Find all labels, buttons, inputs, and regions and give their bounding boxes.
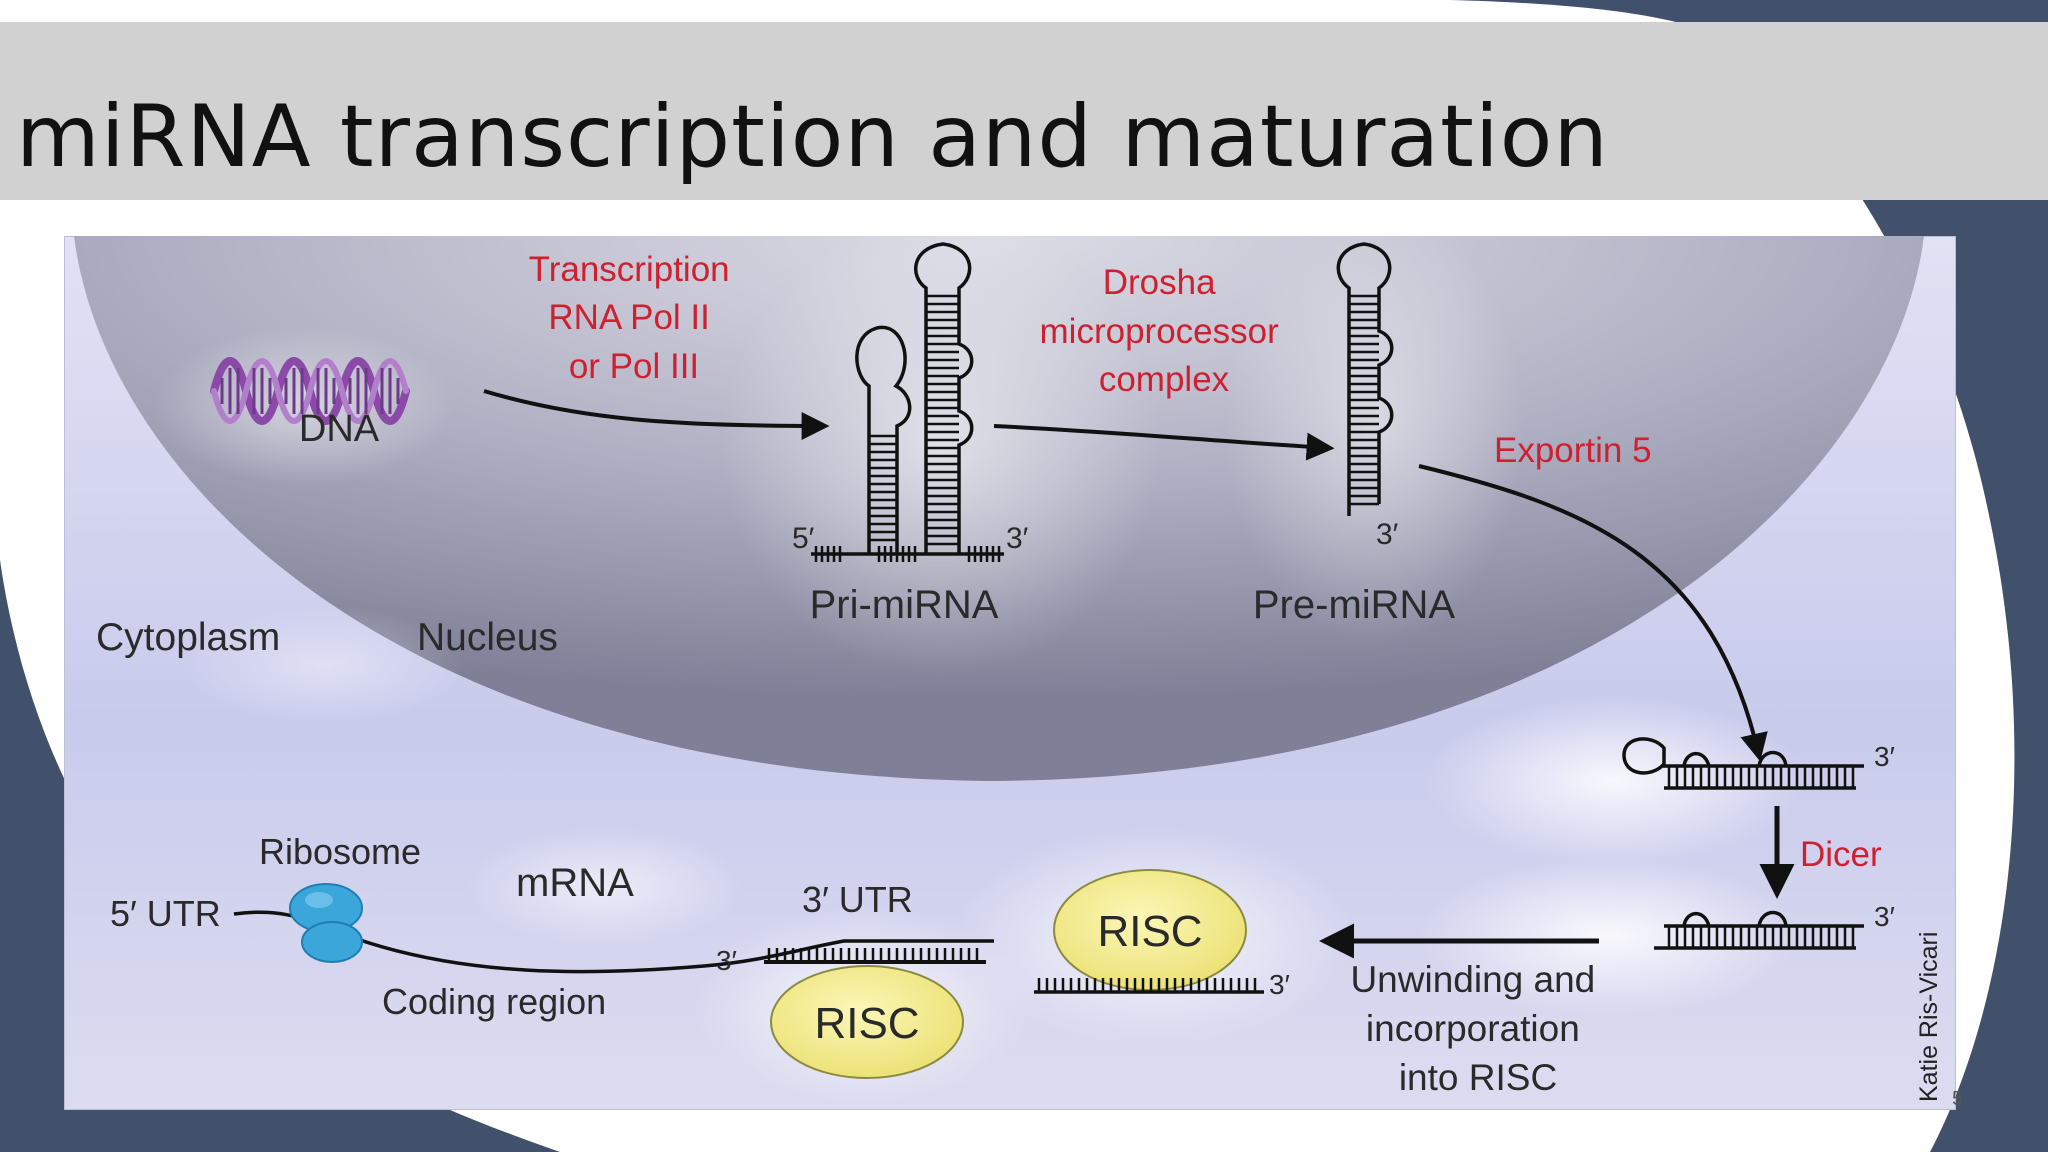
cytoplasmic-pre-mirna-base-pairs — [1667, 766, 1855, 788]
dna-helix-icon — [210, 357, 410, 425]
unwinding-label: Unwinding and incorporation into RISC — [1350, 959, 1605, 1098]
ribosome-icon — [289, 883, 363, 963]
transcription-label-line-2: RNA Pol II — [548, 298, 709, 337]
exportin-label: Exportin 5 — [1494, 431, 1652, 470]
five-utr-label: 5′ UTR — [110, 893, 221, 934]
pre-mirna-base-pairs — [1349, 294, 1379, 506]
guide-strand-bases — [1037, 978, 1257, 992]
export-arrow — [1418, 464, 1768, 762]
drosha-label-line-2: microprocessor — [1040, 312, 1280, 351]
pri-mirna-base-pairs — [814, 294, 1001, 562]
mrna-label: mRNA — [516, 861, 634, 905]
drosha-label: Drosha microprocessor complex — [1040, 263, 1289, 399]
coding-region-label: Coding region — [382, 981, 606, 1022]
transcription-label-line-1: Transcription — [529, 250, 730, 289]
unwinding-label-line-2: incorporation — [1366, 1008, 1580, 1049]
dna-label: DNA — [299, 408, 380, 450]
pri-five-prime: 5′ — [792, 522, 815, 555]
duplex-three-prime-top: 3′ — [1874, 741, 1895, 772]
cytoplasm-label: Cytoplasm — [96, 616, 280, 659]
unwinding-label-line-1: Unwinding and — [1350, 959, 1595, 1000]
ribosome-label: Ribosome — [259, 831, 421, 872]
unwinding-label-line-3: into RISC — [1399, 1057, 1557, 1098]
pre-three-prime: 3′ — [1376, 518, 1399, 551]
transcription-label: Transcription RNA Pol II or Pol III — [529, 250, 740, 386]
pre-mirna-label: Pre-miRNA — [1253, 583, 1456, 627]
risc-free-label: RISC — [1097, 907, 1202, 956]
risc-bound-label: RISC — [814, 999, 919, 1048]
duplex-three-prime-bottom: 3′ — [1874, 901, 1895, 932]
pri-mirna-label: Pri-miRNA — [810, 583, 999, 627]
cytoplasmic-pre-mirna — [1622, 737, 1864, 790]
drosha-label-line-3: complex — [1099, 360, 1230, 399]
mirna-duplex-base-pairs — [1667, 926, 1855, 948]
pri-three-prime: 3′ — [1006, 522, 1029, 555]
target-three-prime: 3′ — [716, 945, 737, 976]
three-utr-label: 3′ UTR — [802, 879, 913, 920]
dicer-label: Dicer — [1800, 835, 1882, 874]
transcription-label-line-3: or Pol III — [569, 347, 699, 386]
risc-bound-complex — [770, 965, 964, 1079]
drosha-arrow — [993, 424, 1335, 461]
nucleus-label: Nucleus — [417, 616, 558, 659]
transcription-arrow — [483, 389, 830, 440]
title-bar — [0, 22, 2048, 200]
slide-title: miRNA transcription and maturation — [16, 87, 1609, 187]
slide-number: 5 — [1952, 1088, 1964, 1110]
image-credit: Katie Ris-Vicari — [1915, 932, 1943, 1102]
mirna-diagram: DNA Transcription RNA Pol II or Pol III … — [64, 236, 1956, 1110]
guide-three-prime: 3′ — [1269, 969, 1290, 1000]
drosha-label-line-1: Drosha — [1103, 263, 1216, 302]
pre-mirna-structure — [1336, 242, 1394, 516]
pri-mirna-structure — [811, 242, 1004, 556]
mrna-target-bases — [767, 948, 979, 962]
